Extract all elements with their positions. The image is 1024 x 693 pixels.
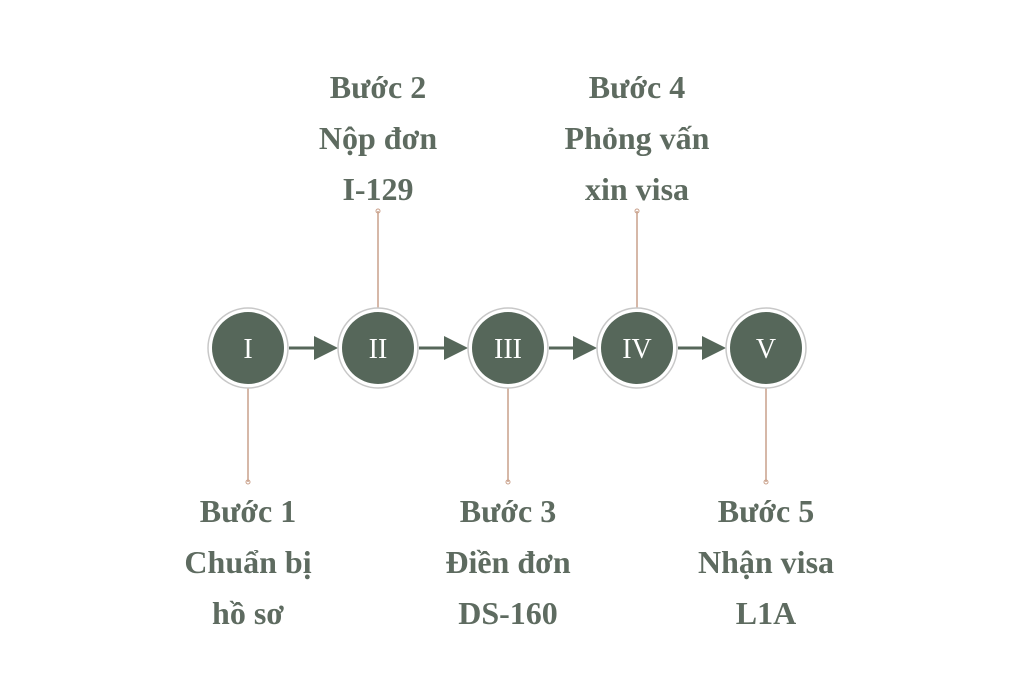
leader-dot (245, 479, 251, 485)
step-label-line: Bước 5 (717, 493, 815, 529)
leader-dot (634, 208, 640, 214)
step-label: Bước 1 Chuẩn bị hồ sơ (128, 486, 368, 639)
step-numeral: IV (622, 334, 652, 365)
step-numeral: III (494, 334, 522, 365)
node-circle (342, 312, 414, 384)
node-circle (472, 312, 544, 384)
step-numeral: II (369, 334, 388, 365)
leader-dot (505, 479, 511, 485)
step-label-line: Phỏng vấn (564, 120, 710, 156)
step-label-line: Bước 2 (329, 69, 427, 105)
leader-dot (375, 208, 381, 214)
step-numeral: V (756, 334, 776, 365)
step-label-line: Nộp đơn (318, 120, 438, 156)
step-label-line: DS-160 (458, 595, 558, 631)
step-label-line: Bước 3 (459, 493, 557, 529)
step-label-line: xin visa (584, 171, 690, 207)
step-label-line: Nhận visa (697, 544, 835, 580)
step-label-line: Bước 4 (588, 69, 686, 105)
leader-dot (763, 479, 769, 485)
step-label-line: Chuẩn bị (184, 544, 312, 580)
node-circle (212, 312, 284, 384)
step-label-line: I-129 (342, 171, 414, 207)
step-label-line: Bước 1 (199, 493, 297, 529)
step-label-line: Điền đơn (445, 544, 571, 580)
node-circle (601, 312, 673, 384)
step-label-line: L1A (735, 595, 797, 631)
node-circle (730, 312, 802, 384)
step-label: Bước 4 Phỏng vấn xin visa (517, 62, 757, 215)
step-label-line: hồ sơ (212, 595, 284, 631)
step-numeral: I (243, 334, 252, 365)
